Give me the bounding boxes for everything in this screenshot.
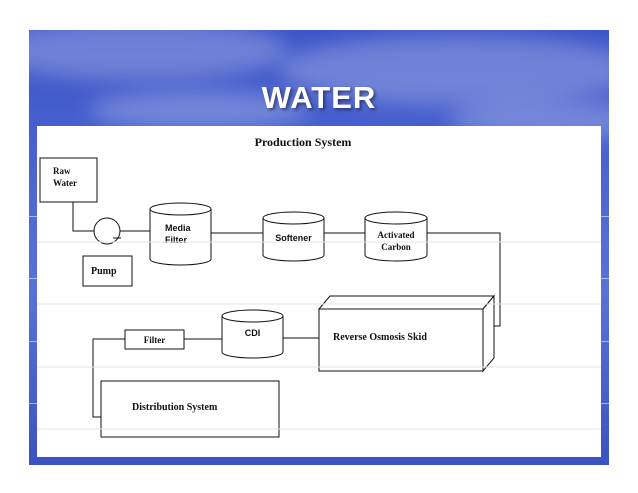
softener-label: Softener	[275, 233, 312, 243]
slide-background: WATER Production System Raw Water	[29, 30, 609, 465]
activated-carbon-label-line2: Carbon	[381, 242, 411, 252]
diagram-heading: Production System	[255, 135, 352, 149]
raw-water-node: Raw Water	[39, 157, 98, 203]
media-filter-label-line2: Filter	[165, 235, 188, 245]
pump-label: Pump	[91, 266, 117, 277]
cdi-tank: CDI	[221, 309, 284, 359]
reverse-osmosis-skid: Reverse Osmosis Skid	[317, 294, 496, 373]
activated-carbon-label-line1: Activated	[378, 230, 415, 240]
raw-water-label-line2: Water	[53, 178, 77, 188]
pump-label-box: Pump	[82, 255, 133, 287]
media-filter-label-line1: Media	[165, 223, 192, 233]
cdi-label: CDI	[245, 328, 261, 338]
activated-carbon-tank: Activated Carbon	[364, 211, 428, 262]
pump-icon	[93, 217, 121, 245]
media-filter-tank: Media Filter	[149, 202, 212, 266]
production-system-diagram: Production System Raw Water	[37, 126, 601, 457]
distribution-system-box: Distribution System	[100, 380, 280, 438]
filter-box: Filter	[124, 329, 185, 350]
filter-label: Filter	[144, 335, 166, 345]
slide-title: WATER	[261, 80, 377, 115]
reverse-osmosis-label: Reverse Osmosis Skid	[333, 332, 427, 343]
diagram-canvas: Production System Raw Water	[37, 135, 601, 438]
raw-water-label-line1: Raw	[53, 166, 71, 176]
distribution-system-label: Distribution System	[132, 402, 218, 413]
softener-tank: Softener	[262, 211, 325, 262]
